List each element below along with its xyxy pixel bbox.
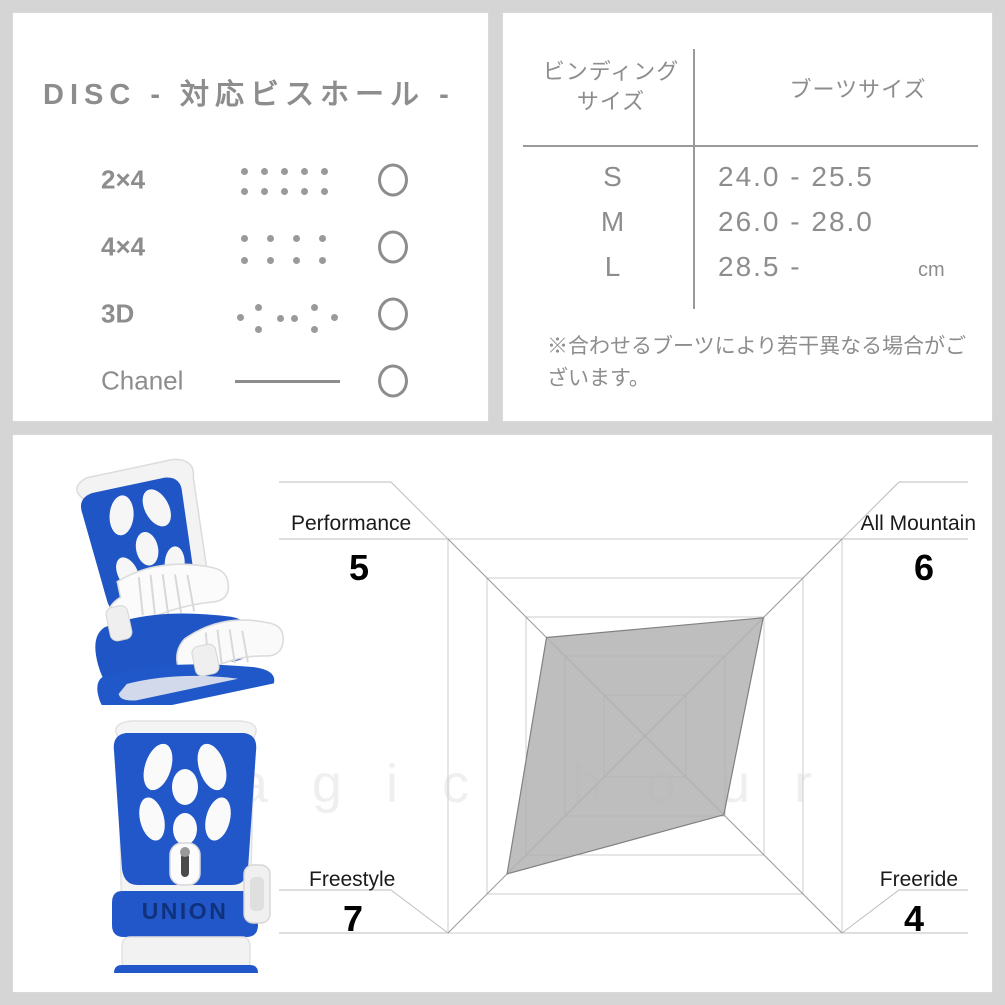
grid-2x4-dots-icon xyxy=(235,160,345,200)
disc-panel-title: DISC - 対応ビスホール - xyxy=(43,79,455,111)
compatible-circle-icon xyxy=(378,364,408,398)
axis-label-freeride: Freeride xyxy=(879,868,958,891)
boot-size-header: ブーツサイズ xyxy=(789,77,927,102)
union-binding-rear-view-image: UNION xyxy=(112,720,271,973)
disc-row-label: 2×4 xyxy=(101,164,146,195)
axis-label-performance: Performance xyxy=(291,512,412,535)
size-chart-panel: ビンディング サイズ ブーツサイズ S 24.0 - 25.5 M 26.0 -… xyxy=(502,12,993,422)
disc-row-2x4: 2×4 xyxy=(13,149,488,211)
disc-row-label: 3D xyxy=(101,298,135,329)
table-horizontal-divider xyxy=(523,145,978,147)
size-key: L xyxy=(604,251,622,282)
disc-row-label: Chanel xyxy=(101,365,184,396)
size-key: S xyxy=(603,161,623,192)
size-table-row: L 28.5 - cm xyxy=(503,251,992,293)
axis-value-freeride: 4 xyxy=(903,898,924,939)
axis-value-freestyle: 7 xyxy=(343,898,364,939)
radar-data-polygon xyxy=(506,617,764,875)
radar-label-leaders xyxy=(279,481,968,934)
boot-size-value: 28.5 - xyxy=(718,251,802,282)
disc-row-3d: 3D xyxy=(13,283,488,345)
axis-label-all-mountain: All Mountain xyxy=(860,512,976,535)
performance-chart-panel: magic hour xyxy=(12,434,993,993)
compatible-circle-icon xyxy=(378,230,408,264)
disc-compatibility-panel: DISC - 対応ビスホール - 2×4 4×4 xyxy=(12,12,489,422)
radar-chart-svg xyxy=(279,481,968,934)
axis-label-freestyle: Freestyle xyxy=(309,868,396,891)
boot-size-value: 26.0 - 28.0 xyxy=(718,206,874,237)
channel-line-icon xyxy=(235,361,345,401)
radar-chart: Performance 5 All Mountain 6 Freeride 4 … xyxy=(261,455,986,980)
axis-value-performance: 5 xyxy=(349,547,370,588)
size-table-row: M 26.0 - 28.0 xyxy=(503,206,992,248)
disc-row-chanel: Chanel xyxy=(13,350,488,412)
binding-size-header: ビンディング サイズ xyxy=(542,59,680,114)
grid-3d-dots-icon xyxy=(235,294,345,334)
disc-row-label: 4×4 xyxy=(101,231,146,262)
boot-size-value: 24.0 - 25.5 xyxy=(718,161,874,192)
union-binding-angled-view-image xyxy=(76,458,284,705)
compatible-circle-icon xyxy=(378,163,408,197)
svg-text:UNION: UNION xyxy=(142,898,229,924)
size-key: M xyxy=(600,206,626,237)
grid-4x4-dots-icon xyxy=(235,227,345,267)
size-disclaimer-note: ※合わせるブーツにより若干異なる場合がございます。 xyxy=(547,335,967,390)
disc-row-4x4: 4×4 xyxy=(13,216,488,278)
table-vertical-divider xyxy=(693,49,695,309)
size-unit-label: cm xyxy=(918,259,945,281)
compatible-circle-icon xyxy=(378,297,408,331)
axis-value-all-mountain: 6 xyxy=(913,547,934,588)
size-table-row: S 24.0 - 25.5 xyxy=(503,161,992,203)
